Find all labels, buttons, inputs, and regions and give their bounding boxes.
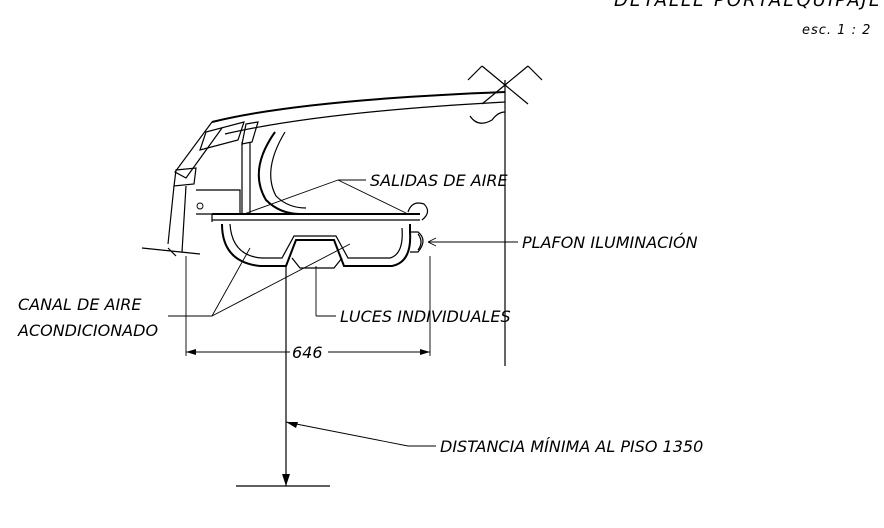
drawing-title: DETALLE PORTAEQUIPAJE — [614, 0, 882, 11]
label-luces: LUCES INDIVIDUALES — [340, 307, 511, 326]
plafon-leader: PLAFON ILUMINACIÓN — [427, 233, 698, 252]
wall-reference — [467, 65, 543, 366]
label-distancia: DISTANCIA MÍNIMA AL PISO 1350 — [440, 437, 703, 456]
label-salidas-aire: SALIDAS DE AIRE — [370, 171, 509, 190]
label-canal-line1: CANAL DE AIRE — [18, 295, 142, 314]
drawing-scale: esc. 1 : 2 — [802, 23, 871, 38]
floor-distance: DISTANCIA MÍNIMA AL PISO 1350 — [236, 266, 703, 487]
label-plafon: PLAFON ILUMINACIÓN — [522, 233, 698, 252]
canal-aire-leader: CANAL DE AIRE ACONDICIONADO — [17, 243, 351, 340]
width-dimension: 646 — [185, 256, 431, 362]
rack-tray — [211, 202, 429, 269]
salidas-aire-leader: SALIDAS DE AIRE — [243, 171, 509, 215]
dimension-value: 646 — [292, 343, 323, 362]
label-canal-line2: ACONDICIONADO — [17, 321, 158, 340]
luces-leader: LUCES INDIVIDUALES — [315, 266, 511, 326]
rack-support-arm — [141, 91, 506, 257]
